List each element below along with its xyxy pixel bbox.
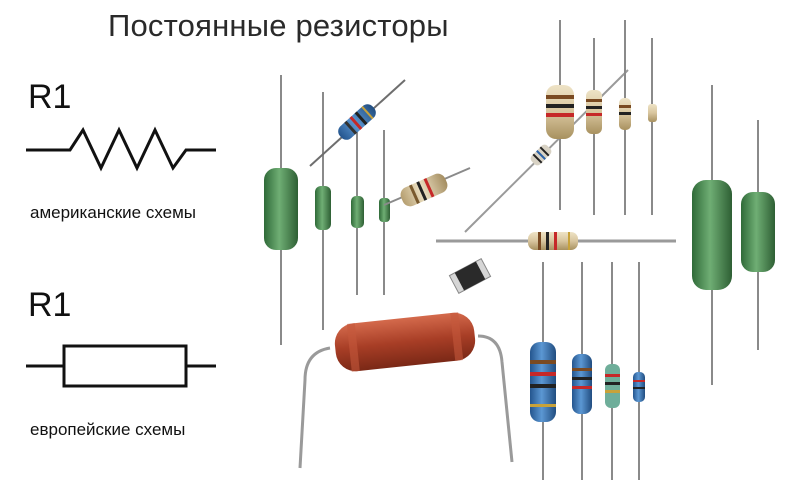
european-caption: европейские схемы bbox=[30, 420, 186, 439]
blue-resistor-bottom-1 bbox=[530, 262, 556, 480]
beige-resistor-diagonal bbox=[383, 167, 471, 207]
european-resistor-symbol bbox=[26, 344, 216, 388]
beige-resistor-top-4 bbox=[648, 38, 657, 215]
page-title: Постоянные резисторы bbox=[108, 8, 449, 43]
green-resistor-large-left bbox=[264, 75, 298, 345]
beige-resistor-top-3 bbox=[619, 20, 631, 215]
blue-resistor-bottom-4 bbox=[633, 262, 645, 480]
blue-resistor-diagonal bbox=[309, 79, 406, 167]
red-resistor-bent-leads bbox=[298, 312, 514, 469]
green-resistor-small-3 bbox=[379, 130, 390, 295]
blue-resistor-bottom-2 bbox=[572, 262, 592, 480]
smd-chip-resistor bbox=[448, 258, 492, 294]
green-resistor-large-right-2 bbox=[741, 120, 775, 350]
american-caption: американские схемы bbox=[30, 203, 196, 222]
green-resistor-small-1 bbox=[315, 92, 331, 330]
beige-resistor-horizontal bbox=[436, 232, 676, 250]
blue-resistor-bottom-3 bbox=[605, 262, 620, 480]
green-resistor-large-right-1 bbox=[692, 85, 732, 385]
beige-resistor-top-1 bbox=[546, 20, 574, 210]
beige-resistor-top-2 bbox=[586, 38, 602, 215]
european-designator: R1 bbox=[28, 286, 72, 324]
american-resistor-symbol bbox=[26, 126, 216, 172]
green-resistor-small-2 bbox=[351, 112, 364, 295]
american-designator: R1 bbox=[28, 78, 72, 116]
